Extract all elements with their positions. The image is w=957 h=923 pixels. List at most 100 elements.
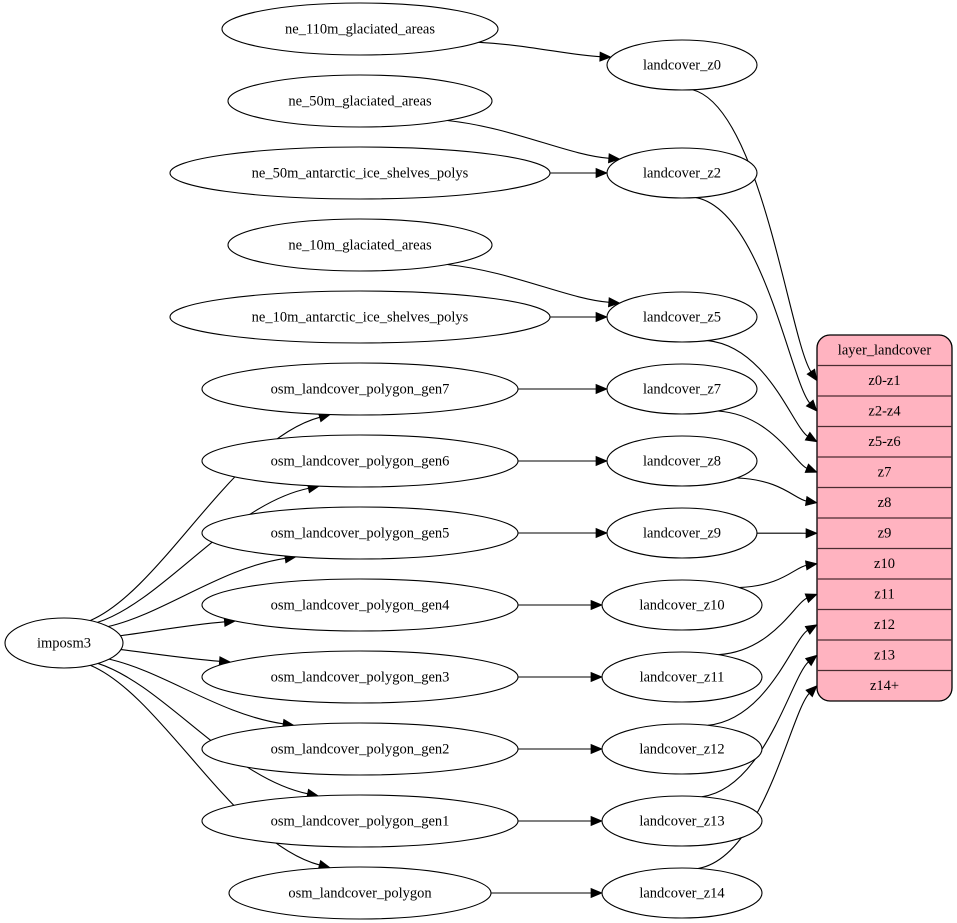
table-row[interactable]	[817, 457, 952, 488]
edge-line	[739, 564, 807, 589]
edge-line	[108, 658, 284, 725]
node-ellipse[interactable]	[606, 39, 758, 91]
node-landcover_z0[interactable]: landcover_z0	[606, 39, 758, 91]
edge-arrowhead	[804, 431, 818, 443]
edge-line	[695, 197, 811, 404]
node-osm_landcover_polygon_gen6[interactable]: osm_landcover_polygon_gen6	[201, 434, 519, 488]
node-ellipse[interactable]	[221, 2, 499, 56]
node-ellipse[interactable]	[606, 435, 758, 487]
node-ellipse[interactable]	[606, 147, 758, 199]
node-landcover_z5[interactable]: landcover_z5	[606, 291, 758, 343]
node-ellipse[interactable]	[228, 866, 492, 920]
node-osm_landcover_polygon_gen5[interactable]: osm_landcover_polygon_gen5	[201, 506, 519, 560]
node-osm_landcover_polygon_gen4[interactable]: osm_landcover_polygon_gen4	[201, 578, 519, 632]
nodes-layer: imposm3 ne_110m_glaciated_areas ne_50m_gla…	[4, 2, 763, 920]
node-landcover_z11[interactable]: landcover_z11	[601, 651, 763, 703]
edge-arrowhead	[590, 671, 603, 683]
edge-line	[701, 661, 810, 798]
edge-landcover_z2-to-layer_landcover-z2-z4	[695, 197, 818, 412]
node-ne_50m_glaciated_areas[interactable]: ne_50m_glaciated_areas	[227, 74, 493, 128]
edge-arrowhead	[590, 815, 603, 827]
node-landcover_z13[interactable]: landcover_z13	[601, 795, 763, 847]
edge-ne_50m_glaciated_areas-to-landcover_z2	[447, 119, 621, 164]
edge-osm_landcover_polygon_gen7-to-landcover_z7	[518, 383, 608, 395]
table-row[interactable]	[817, 488, 952, 519]
edge-osm_landcover_polygon_gen1-to-landcover_z13	[518, 815, 603, 827]
edge-line	[90, 664, 321, 866]
node-osm_landcover_polygon_gen3[interactable]: osm_landcover_polygon_gen3	[201, 650, 519, 704]
edge-line	[478, 41, 601, 58]
table-row[interactable]	[817, 549, 952, 580]
edge-line	[707, 339, 809, 437]
node-landcover_z8[interactable]: landcover_z8	[606, 435, 758, 487]
edge-line	[717, 410, 808, 469]
edge-arrowhead	[805, 399, 818, 412]
node-ellipse[interactable]	[201, 434, 519, 488]
node-ellipse[interactable]	[4, 617, 124, 669]
node-ellipse[interactable]	[201, 722, 519, 776]
edge-arrowhead	[805, 560, 818, 571]
node-ne_50m_antarctic_ice_shelves_polys[interactable]: ne_50m_antarctic_ice_shelves_polys	[169, 146, 551, 200]
edge-arrowhead	[599, 51, 612, 62]
edge-arrowhead	[608, 297, 621, 308]
node-imposm3[interactable]: imposm3	[4, 617, 124, 669]
node-ne_110m_glaciated_areas[interactable]: ne_110m_glaciated_areas	[221, 2, 499, 56]
node-ellipse[interactable]	[227, 218, 493, 272]
edge-osm_landcover_polygon_gen6-to-landcover_z8	[518, 455, 608, 467]
table-row[interactable]	[817, 366, 952, 397]
node-ellipse[interactable]	[201, 362, 519, 416]
table-row[interactable]	[817, 579, 952, 610]
node-ellipse[interactable]	[601, 651, 763, 703]
edge-line	[447, 263, 610, 303]
node-ellipse[interactable]	[606, 363, 758, 415]
node-landcover_z14[interactable]: landcover_z14	[601, 867, 763, 919]
node-osm_landcover_polygon_gen2[interactable]: osm_landcover_polygon_gen2	[201, 722, 519, 776]
node-osm_landcover_polygon_gen1[interactable]: osm_landcover_polygon_gen1	[201, 794, 519, 848]
node-ellipse[interactable]	[201, 794, 519, 848]
edge-arrowhead	[804, 495, 818, 507]
edge-landcover_z12-to-layer_landcover-z12	[707, 624, 818, 726]
node-ellipse[interactable]	[227, 74, 493, 128]
node-landcover_z2[interactable]: landcover_z2	[606, 147, 758, 199]
table-row[interactable]	[817, 427, 952, 458]
edge-line	[89, 416, 321, 622]
layer-landcover-table[interactable]: layer_landcoverz0-z1z2-z4z5-z6z7z8z9z10z…	[816, 334, 953, 702]
node-ellipse[interactable]	[169, 290, 551, 344]
edge-line	[736, 477, 807, 502]
node-landcover_z12[interactable]: landcover_z12	[601, 723, 763, 775]
node-ellipse[interactable]	[606, 291, 758, 343]
edge-imposm3-to-osm_landcover_polygon_gen3	[120, 648, 232, 667]
edge-line	[692, 89, 812, 373]
edge-landcover_z7-to-layer_landcover-z7	[717, 410, 818, 473]
edge-arrowhead	[608, 153, 621, 164]
edge-landcover_z11-to-layer_landcover-z11	[718, 593, 818, 656]
table-row[interactable]	[817, 610, 952, 641]
node-ellipse[interactable]	[601, 867, 763, 919]
node-landcover_z10[interactable]: landcover_z10	[601, 579, 763, 631]
node-landcover_z7[interactable]: landcover_z7	[606, 363, 758, 415]
table-row[interactable]	[817, 396, 952, 427]
node-osm_landcover_polygon[interactable]: osm_landcover_polygon	[228, 866, 492, 920]
node-ellipse[interactable]	[169, 146, 551, 200]
edge-arrowhead	[595, 527, 608, 539]
node-osm_landcover_polygon_gen7[interactable]: osm_landcover_polygon_gen7	[201, 362, 519, 416]
node-ne_10m_antarctic_ice_shelves_polys[interactable]: ne_10m_antarctic_ice_shelves_polys	[169, 290, 551, 344]
node-ellipse[interactable]	[601, 795, 763, 847]
node-ellipse[interactable]	[201, 650, 519, 704]
edge-line	[447, 119, 610, 159]
node-ellipse[interactable]	[601, 579, 763, 631]
edge-osm_landcover_polygon-to-landcover_z14	[490, 887, 603, 899]
edge-arrowhead	[804, 654, 818, 667]
node-ellipse[interactable]	[201, 506, 519, 560]
node-ellipse[interactable]	[601, 723, 763, 775]
edge-arrowhead	[804, 593, 818, 604]
node-ellipse[interactable]	[606, 507, 758, 559]
table-row[interactable]	[817, 518, 952, 549]
node-ne_10m_glaciated_areas[interactable]: ne_10m_glaciated_areas	[227, 218, 493, 272]
node-landcover_z9[interactable]: landcover_z9	[606, 507, 758, 559]
table-row[interactable]	[817, 671, 952, 702]
edge-arrowhead	[804, 463, 818, 473]
node-ellipse[interactable]	[201, 578, 519, 632]
edge-landcover_z13-to-layer_landcover-z13	[701, 654, 818, 798]
table-row[interactable]	[817, 640, 952, 671]
